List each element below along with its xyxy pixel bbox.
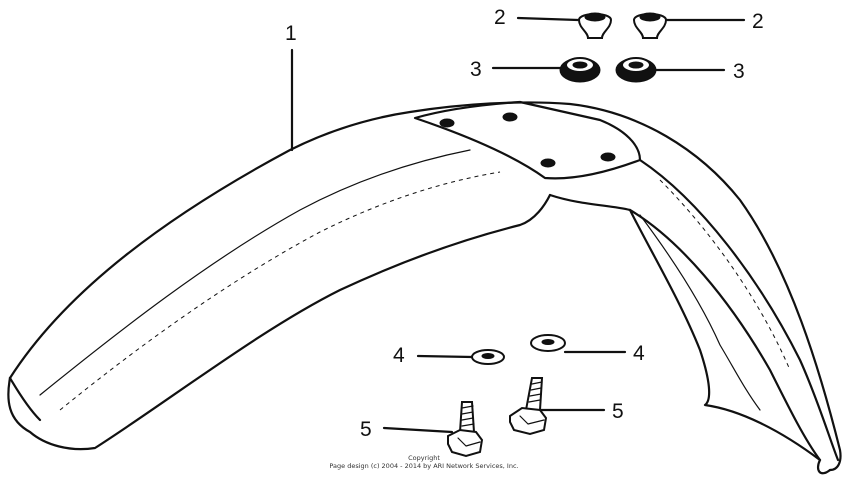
fender-center-ridge: [39, 149, 471, 396]
fender-front-tip: [8, 376, 42, 422]
leader-2-left: [516, 16, 580, 22]
mount-hole-1: [439, 118, 455, 128]
copyright-line-2: Page design (c) 2004 - 2014 by ARI Netwo…: [329, 462, 518, 470]
callout-4-washer-left: 4: [393, 344, 405, 367]
fender-rear-ridge-hidden: [659, 179, 791, 371]
callout-2-collar-right: 2: [752, 10, 764, 33]
washer-left: [471, 349, 505, 365]
callout-1-fender: 1: [285, 22, 297, 45]
leader-lines: [290, 16, 746, 434]
leader-4-left: [416, 354, 474, 359]
mount-hole-4: [600, 152, 616, 162]
callout-5-bolt-right: 5: [612, 400, 624, 423]
fender-outline-bottom: [7, 193, 552, 451]
mount-hole-3: [540, 158, 556, 168]
callout-3-grommet-left: 3: [470, 58, 482, 81]
leader-5-left: [382, 426, 454, 434]
washer-right: [530, 334, 566, 352]
fender-rear-ridge: [639, 214, 761, 411]
bolt-right: [509, 377, 548, 436]
copyright-line-1: Copyright: [408, 454, 440, 462]
callout-2-collar-left: 2: [494, 6, 506, 29]
grommet-right: [615, 57, 657, 83]
collar-left: [577, 12, 613, 39]
fender-outline-top: [8, 101, 842, 472]
fender-rear-outer: [638, 158, 840, 462]
callout-numbers: 1 2 2 3 3 4 4 5 5: [285, 6, 764, 441]
collar-right: [632, 12, 668, 39]
fender-mount-plate: [413, 100, 642, 180]
callout-3-grommet-right: 3: [733, 60, 745, 83]
bolt-left: [447, 401, 484, 458]
mount-hole-2: [502, 112, 518, 122]
grommet-left: [559, 57, 601, 83]
front-fender: [7, 100, 842, 475]
fender-rear-inner: [548, 193, 832, 475]
callout-4-washer-right: 4: [633, 342, 645, 365]
copyright-notice: Copyright Page design (c) 2004 - 2014 by…: [329, 454, 518, 470]
fender-rear-underside: [628, 208, 822, 462]
callout-5-bolt-left: 5: [360, 418, 372, 441]
fender-center-ridge-hidden: [59, 171, 501, 411]
